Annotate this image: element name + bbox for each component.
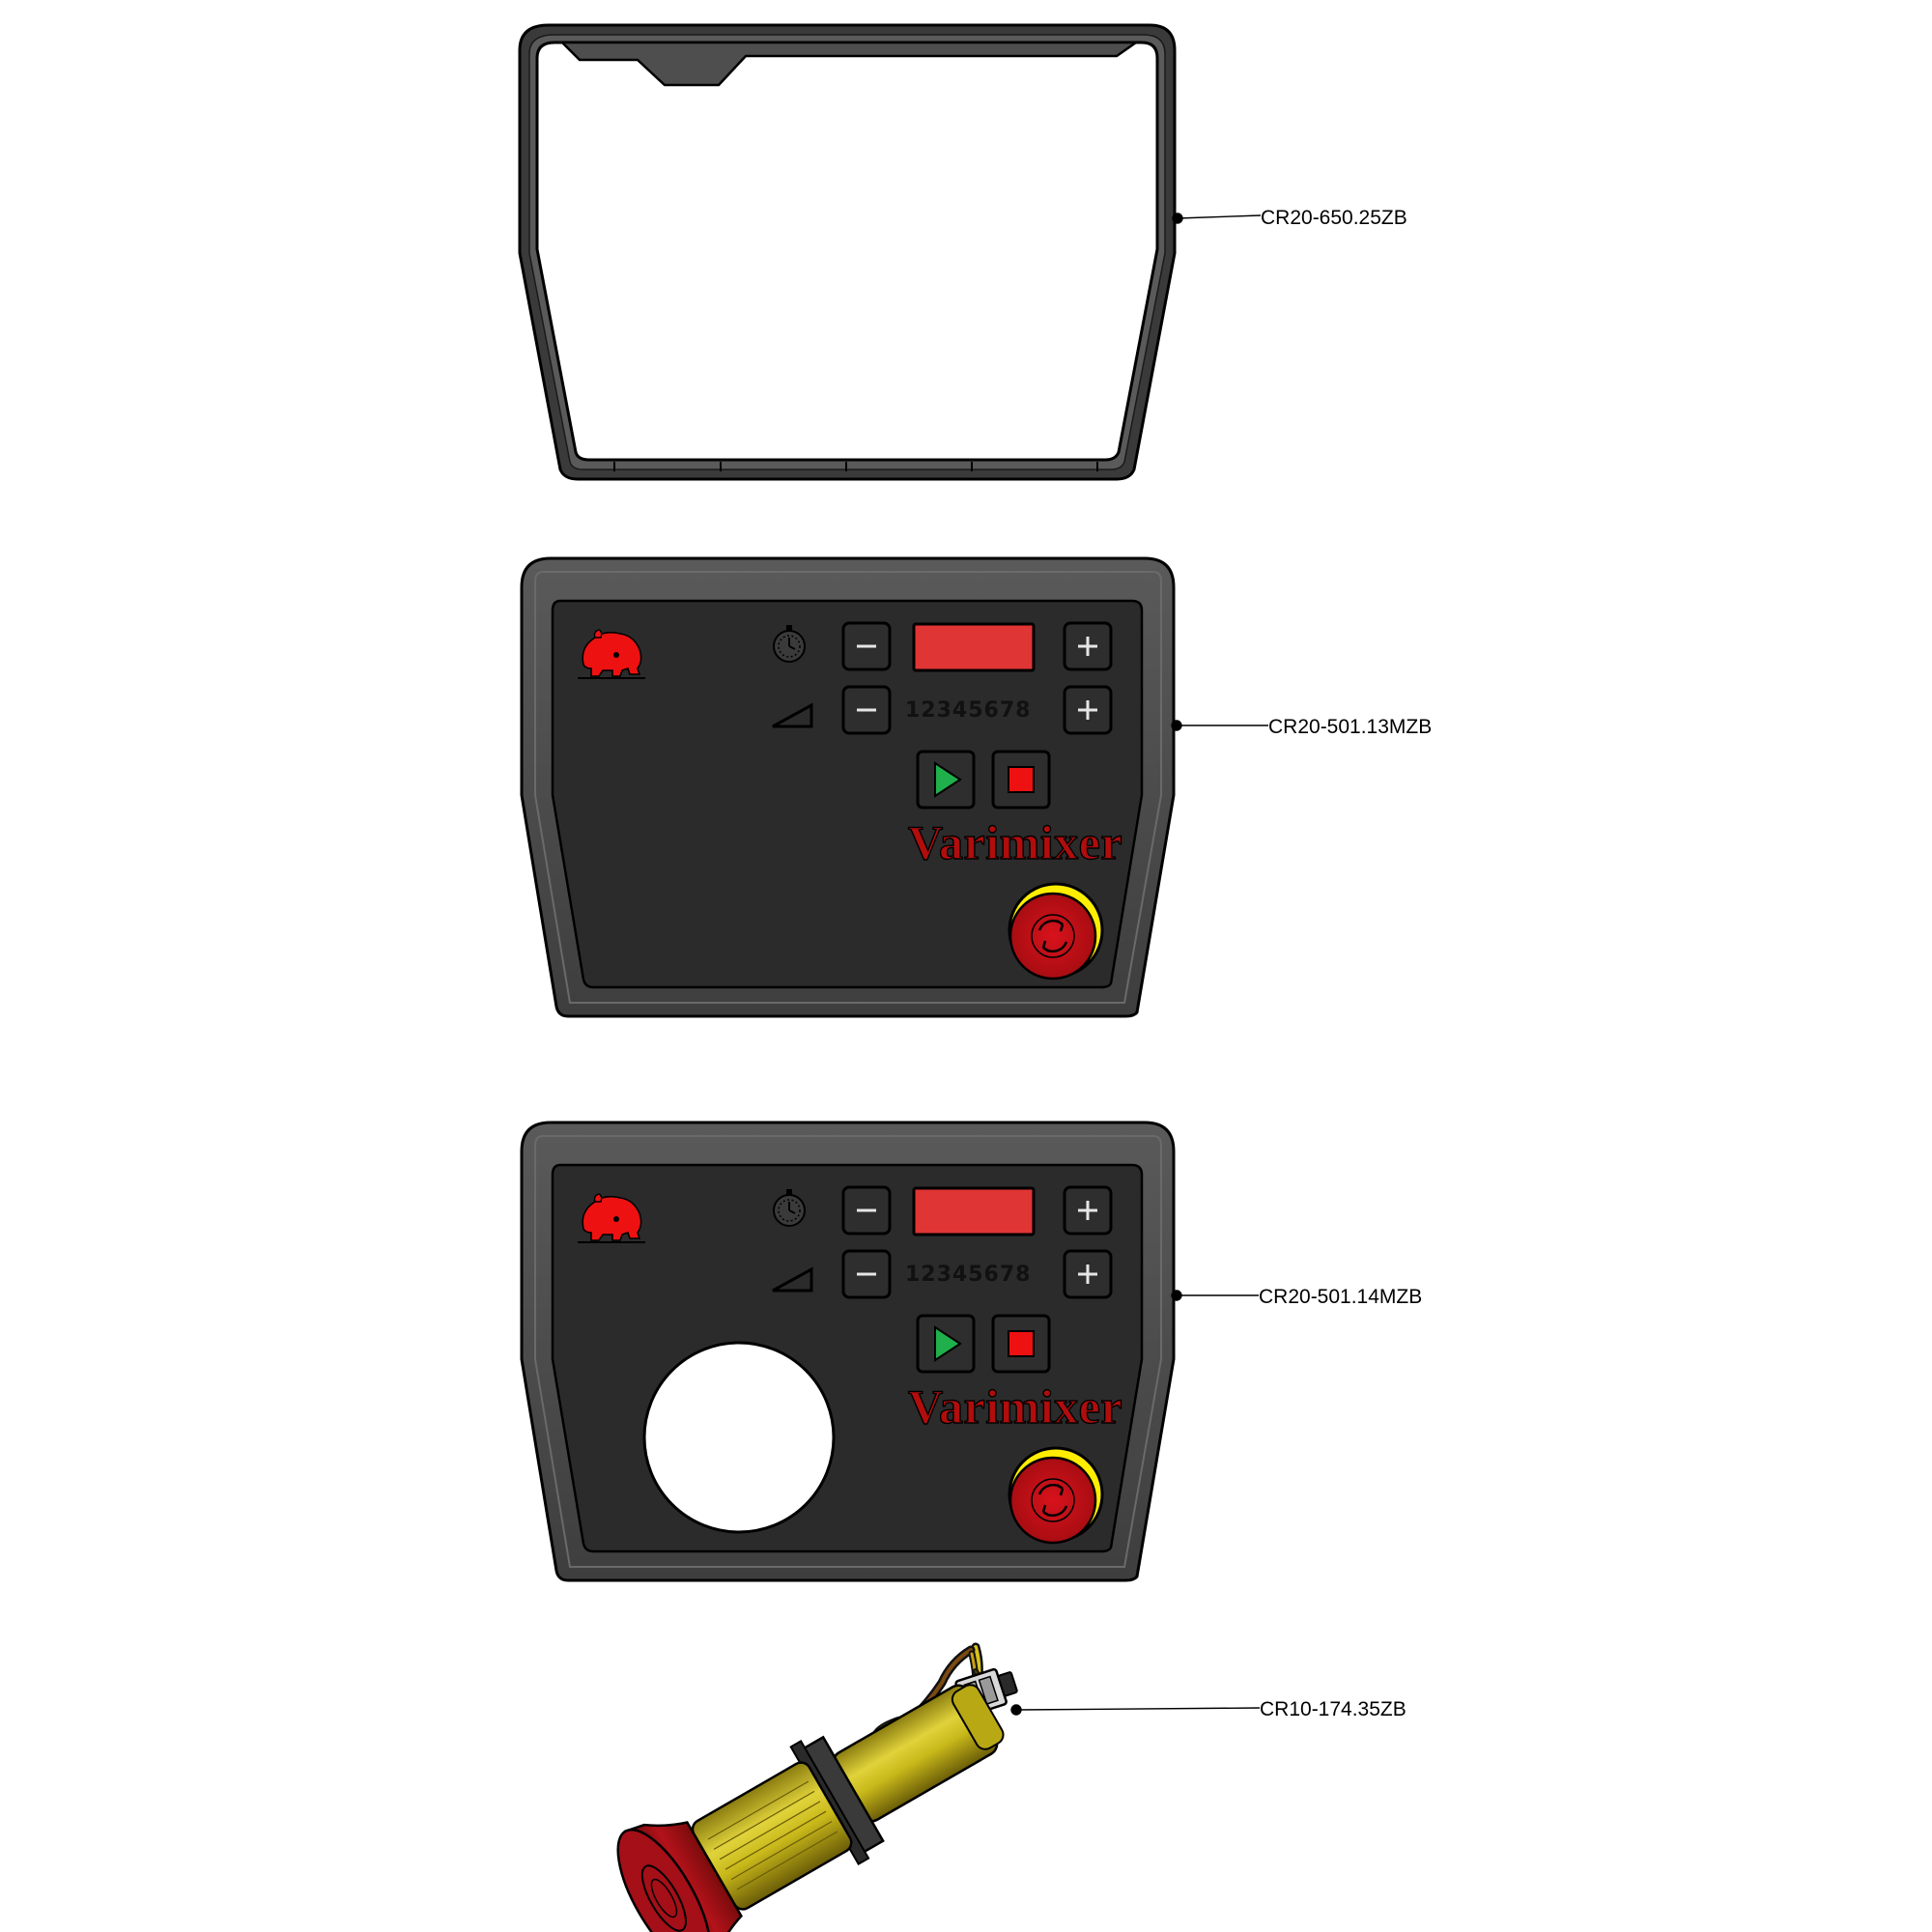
brand-logo-text: Varimixer [908,815,1122,869]
gasket-inner [535,41,1159,462]
callout-label-estop: CR10-174.35ZB [1260,1698,1406,1720]
callout-label-gasket: CR20-650.25ZB [1261,207,1407,229]
gasket-part [518,23,1177,481]
control-panel-b: 12345678 Varimixer [520,1121,1176,1582]
rotate-arrows-icon [640,1864,687,1932]
speed-steps: 12345678 [905,698,1031,723]
callout-label-panel-a: CR20-501.13MZB [1268,716,1432,738]
control-panel-a: 12345678 Varimixer [520,556,1176,1018]
callout-label-panel-b: CR20-501.14MZB [1259,1286,1422,1308]
panel-opening [642,1341,836,1534]
switch-body [616,1684,1005,1932]
speed-steps: 12345678 [905,1263,1031,1287]
callout-leaders [1010,213,1268,1716]
brand-logo-text: Varimixer [908,1379,1122,1434]
emergency-stop-assembly [616,1642,1018,1932]
